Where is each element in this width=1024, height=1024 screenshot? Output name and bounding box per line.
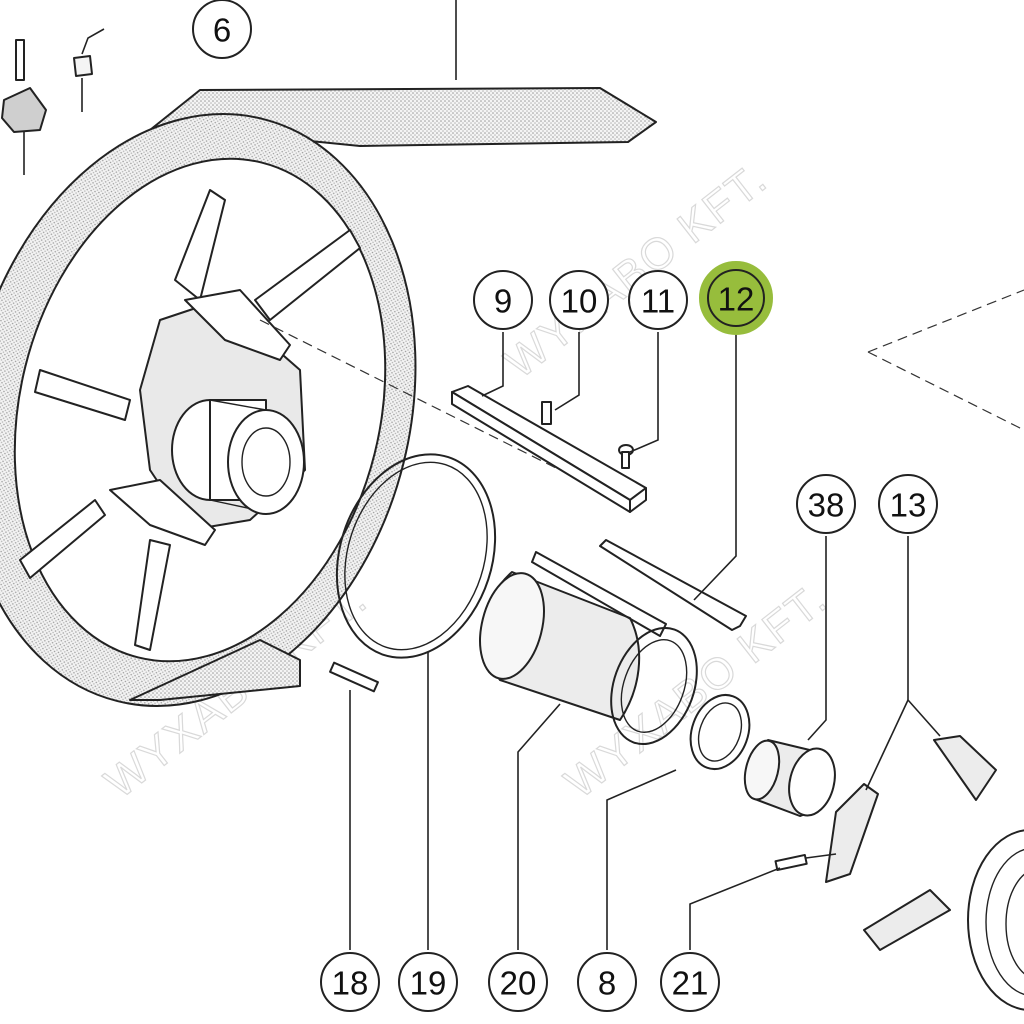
callout-13[interactable]: 13 (878, 474, 938, 534)
callout-label: 19 (410, 965, 447, 1002)
wheel-spoke-left (34, 369, 131, 421)
callout-label: 38 (808, 487, 845, 524)
callout-label: 12 (718, 281, 755, 318)
part-13-segment (863, 889, 951, 951)
leader-13 (907, 536, 941, 737)
callout-label: 13 (890, 487, 927, 524)
alignment-dashed-line (867, 351, 1024, 431)
callout-label: 18 (332, 965, 369, 1002)
part-8-ring (689, 694, 751, 770)
part-21-pin (774, 853, 808, 872)
part-11-screw (618, 444, 634, 469)
steering-wheel (0, 87, 657, 707)
leader-20 (517, 703, 561, 950)
part-38-bushing (743, 739, 836, 817)
leader-11 (629, 332, 659, 453)
callout-19[interactable]: 19 (398, 952, 458, 1012)
wheel-hub-bracket (184, 289, 291, 361)
callout-label: 20 (500, 965, 537, 1002)
part-partial-wheel (967, 829, 1024, 1011)
callout-20[interactable]: 20 (488, 952, 548, 1012)
leader-12 (693, 334, 737, 601)
part-12-strip (599, 539, 747, 631)
small-fasteners (1, 39, 93, 175)
part-10-pin (541, 401, 552, 425)
part-9-bar (451, 385, 647, 513)
callout-18[interactable]: 18 (320, 952, 380, 1012)
callout-6[interactable]: 6 (192, 0, 252, 59)
callouts: 6 9 10 11 12 38 13 18 (192, 0, 938, 1012)
callout-label: 8 (598, 965, 616, 1002)
callout-11[interactable]: 11 (628, 270, 688, 330)
wheel-lower-shroud (129, 639, 301, 701)
part-13-segment (825, 783, 879, 883)
leader-8 (606, 769, 677, 950)
callout-12[interactable]: 12 (699, 261, 773, 335)
callout-10[interactable]: 10 (549, 270, 609, 330)
callout-label: 11 (641, 283, 675, 320)
callout-21[interactable]: 21 (660, 952, 720, 1012)
callout-leaders (81, 0, 941, 950)
leader-6 (81, 28, 105, 55)
leader-21 (689, 867, 781, 950)
alignment-dashed-line (867, 289, 1024, 353)
wheel-spoke-lower-left (19, 499, 106, 579)
hub-cylinder-front (227, 409, 305, 515)
callout-label: 6 (213, 12, 231, 49)
leader-21 (805, 853, 837, 859)
callout-label: 9 (494, 283, 512, 320)
clip-part (1, 87, 47, 133)
alignment-dashed-line (259, 319, 561, 471)
leader-10 (554, 332, 580, 411)
part-13-segment (933, 735, 997, 801)
part-20-sleeve (479, 551, 698, 746)
wheel-spoke-lower (134, 539, 171, 651)
part-13-segments (825, 735, 997, 951)
hub-cylinder-edge (209, 399, 267, 411)
hub-cylinder-bore (241, 427, 291, 497)
part-19-ring (335, 453, 497, 659)
leader-13 (865, 699, 909, 791)
wheel-spoke-upper-right (254, 229, 361, 321)
part-18-pin (329, 661, 379, 693)
callout-9[interactable]: 9 (473, 270, 533, 330)
leader-38 (807, 536, 827, 741)
wheel-hub-bracket (109, 479, 216, 546)
callout-label: 21 (672, 965, 709, 1002)
part-9-end (629, 487, 647, 513)
callout-8[interactable]: 8 (577, 952, 637, 1012)
callout-label: 10 (561, 283, 598, 320)
wheel-spoke-upper (174, 189, 226, 301)
leader-9 (481, 332, 504, 397)
pin-part (15, 39, 25, 81)
callout-38[interactable]: 38 (796, 474, 856, 534)
nut-part (73, 55, 93, 77)
